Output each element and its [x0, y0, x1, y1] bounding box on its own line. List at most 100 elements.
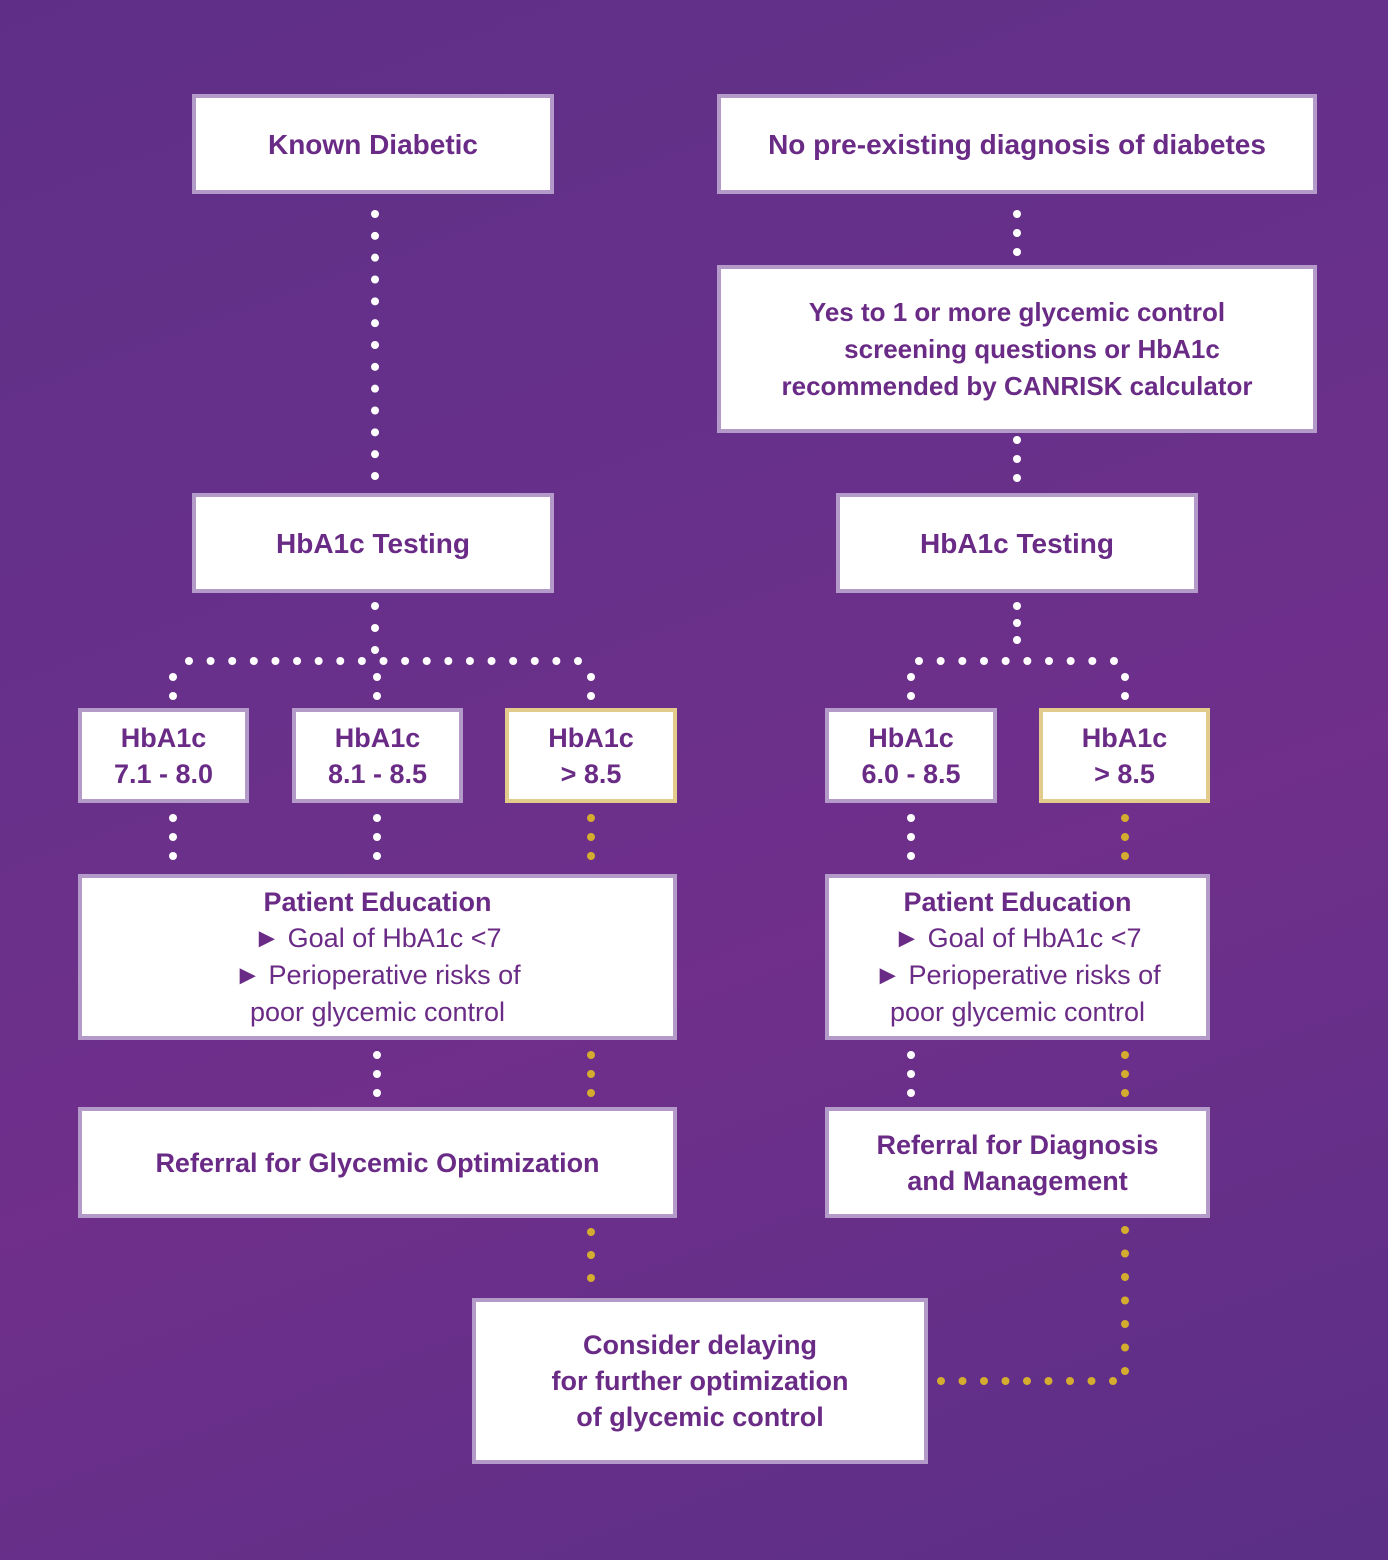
connector-dot [1013, 210, 1021, 218]
referral-glycemic-optimization-label: Referral for Glycemic Optimization [155, 1147, 600, 1178]
connector-dot [373, 692, 381, 700]
connector-dot [907, 814, 915, 822]
education-bullet-goal: ► Goal of HbA1c <7 [893, 922, 1142, 953]
connector-dot [371, 362, 379, 371]
connector-dot [465, 657, 474, 665]
connector-dot [907, 673, 915, 681]
connector-dot [371, 472, 379, 480]
connector-dot [1066, 657, 1075, 665]
left-hba1c-testing-box: HbA1c Testing [192, 493, 554, 593]
connector-dot-highlight [1001, 1377, 1010, 1385]
connector-dot-highlight [1121, 1367, 1129, 1375]
connector-dot [1013, 248, 1021, 256]
right-patient-education-box: Patient Education ► Goal of HbA1c <7 ► P… [825, 874, 1210, 1040]
connector-dot [907, 1089, 915, 1097]
connector-dot [271, 657, 280, 665]
connector-dot [936, 657, 945, 665]
connector-dot [907, 1070, 915, 1078]
range-label: HbA1c [548, 722, 634, 753]
referral-line-1: Referral for Diagnosis [876, 1129, 1159, 1160]
connector-dot-highlight [1121, 1089, 1129, 1097]
connector-dot [373, 814, 381, 822]
connector-dot [314, 657, 323, 665]
connector-dot [1088, 657, 1097, 665]
connector-dot [371, 428, 379, 437]
left-hba1c-testing-label: HbA1c Testing [276, 527, 470, 559]
connector-dot [907, 1051, 915, 1059]
connector-dot-highlight [1121, 814, 1129, 822]
connector-dot-highlight [1121, 852, 1129, 860]
connector-dot-highlight [587, 852, 595, 860]
connector-dot-highlight [1044, 1377, 1053, 1385]
connector-dot [958, 657, 967, 665]
connector-dot-highlight [587, 1070, 595, 1078]
consider-delaying-box: Consider delaying for further optimizati… [472, 1298, 928, 1464]
connector-dot [915, 657, 923, 665]
no-diagnosis-label: No pre-existing diagnosis of diabetes [768, 128, 1266, 160]
outcome-line-2: for further optimization [551, 1366, 849, 1396]
education-bullet-risks: ► Perioperative risks of [874, 959, 1161, 990]
range-label: HbA1c [120, 722, 207, 753]
connector-dot [379, 657, 388, 665]
connector-dot [1013, 619, 1021, 627]
connector-dot [587, 692, 595, 700]
connector-dot [371, 275, 379, 284]
connector-dot [371, 210, 379, 218]
connector-dot [373, 1089, 381, 1097]
patient-education-title: Patient Education [903, 886, 1132, 917]
connector-dot-highlight [587, 1089, 595, 1097]
range-label: HbA1c [334, 722, 421, 753]
right-hba1c-testing-box: HbA1c Testing [836, 493, 1198, 593]
left-range-box-7.1-8.0: HbA1c 7.1 - 8.0 [78, 708, 249, 803]
connector-dot [169, 833, 177, 841]
connector-dot [371, 253, 379, 262]
range-value: > 8.5 [1094, 758, 1155, 789]
connector-dot [587, 673, 595, 681]
education-bullet-goal: ► Goal of HbA1c <7 [253, 922, 502, 953]
referral-diagnosis-management-box: Referral for Diagnosis and Management [825, 1107, 1210, 1218]
connector-dot [373, 1070, 381, 1078]
connector-dot [401, 657, 410, 665]
connector-dot-highlight [1121, 1249, 1129, 1258]
connector-dot-highlight [1023, 1377, 1031, 1385]
connector-dot-highlight [587, 833, 595, 841]
left-range-box-8.1-8.5: HbA1c 8.1 - 8.5 [292, 708, 463, 803]
connector-dot-highlight [1121, 1070, 1129, 1078]
connector-dot-highlight [1121, 1226, 1129, 1234]
right-hba1c-testing-label: HbA1c Testing [920, 527, 1114, 559]
connector-dot [206, 657, 215, 665]
connector-dot [185, 657, 193, 665]
connector-dot [336, 657, 345, 665]
referral-line-2: and Management [907, 1165, 1128, 1196]
connector-dot [373, 1051, 381, 1059]
connector-dot-highlight [958, 1377, 967, 1385]
connector-dot-highlight [587, 1228, 595, 1236]
connector-dot-highlight [587, 1051, 595, 1059]
connector-dot [552, 657, 561, 665]
connector-dot-highlight [587, 1251, 595, 1259]
screening-line-3: recommended by CANRISK calculator [781, 370, 1253, 401]
range-value: 8.1 - 8.5 [327, 758, 428, 789]
connector-dot [1110, 657, 1118, 665]
outcome-line-1: Consider delaying [582, 1330, 818, 1360]
connector-dot [530, 657, 539, 665]
connector-dot-highlight [1109, 1377, 1117, 1385]
connector-dot [1013, 474, 1021, 482]
connector-dot [444, 657, 453, 665]
connector-dot [907, 833, 915, 841]
connector-dot [1121, 673, 1129, 681]
connector-dot [373, 833, 381, 841]
connector-dot-highlight [587, 814, 595, 822]
range-value: > 8.5 [560, 758, 622, 789]
connector-dot [487, 657, 496, 665]
screening-line-1: Yes to 1 or more glycemic control [808, 296, 1226, 327]
range-label: HbA1c [1081, 722, 1168, 753]
connector-dot [293, 657, 302, 665]
referral-glycemic-optimization-box: Referral for Glycemic Optimization [78, 1107, 677, 1218]
connector-dot-highlight [1121, 1273, 1129, 1281]
connector-dot [371, 231, 379, 240]
connector-dot [1001, 657, 1010, 665]
connector-dot [373, 852, 381, 860]
screening-criteria-box: Yes to 1 or more glycemic control screen… [717, 265, 1317, 433]
